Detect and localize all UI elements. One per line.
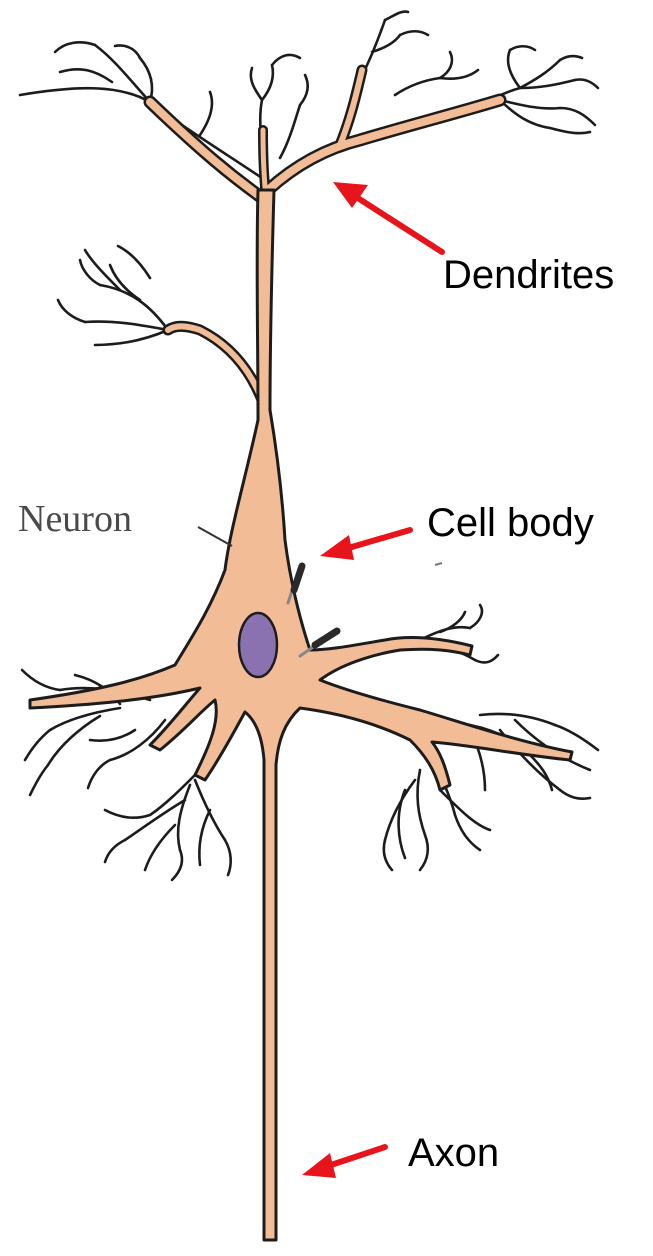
cell-body-arrow [320, 530, 410, 560]
dendrites-arrow [333, 182, 442, 252]
axon-arrow [302, 1147, 385, 1178]
neuron-label: Neuron [18, 498, 132, 540]
neuron-leader-line [198, 527, 232, 546]
dendrites-label: Dendrites [443, 253, 614, 297]
stray-mark [435, 563, 442, 565]
cell-body-label: Cell body [427, 501, 594, 545]
axon-label: Axon [408, 1131, 499, 1175]
nucleus [239, 613, 277, 677]
dendrite-trunks [150, 70, 500, 400]
